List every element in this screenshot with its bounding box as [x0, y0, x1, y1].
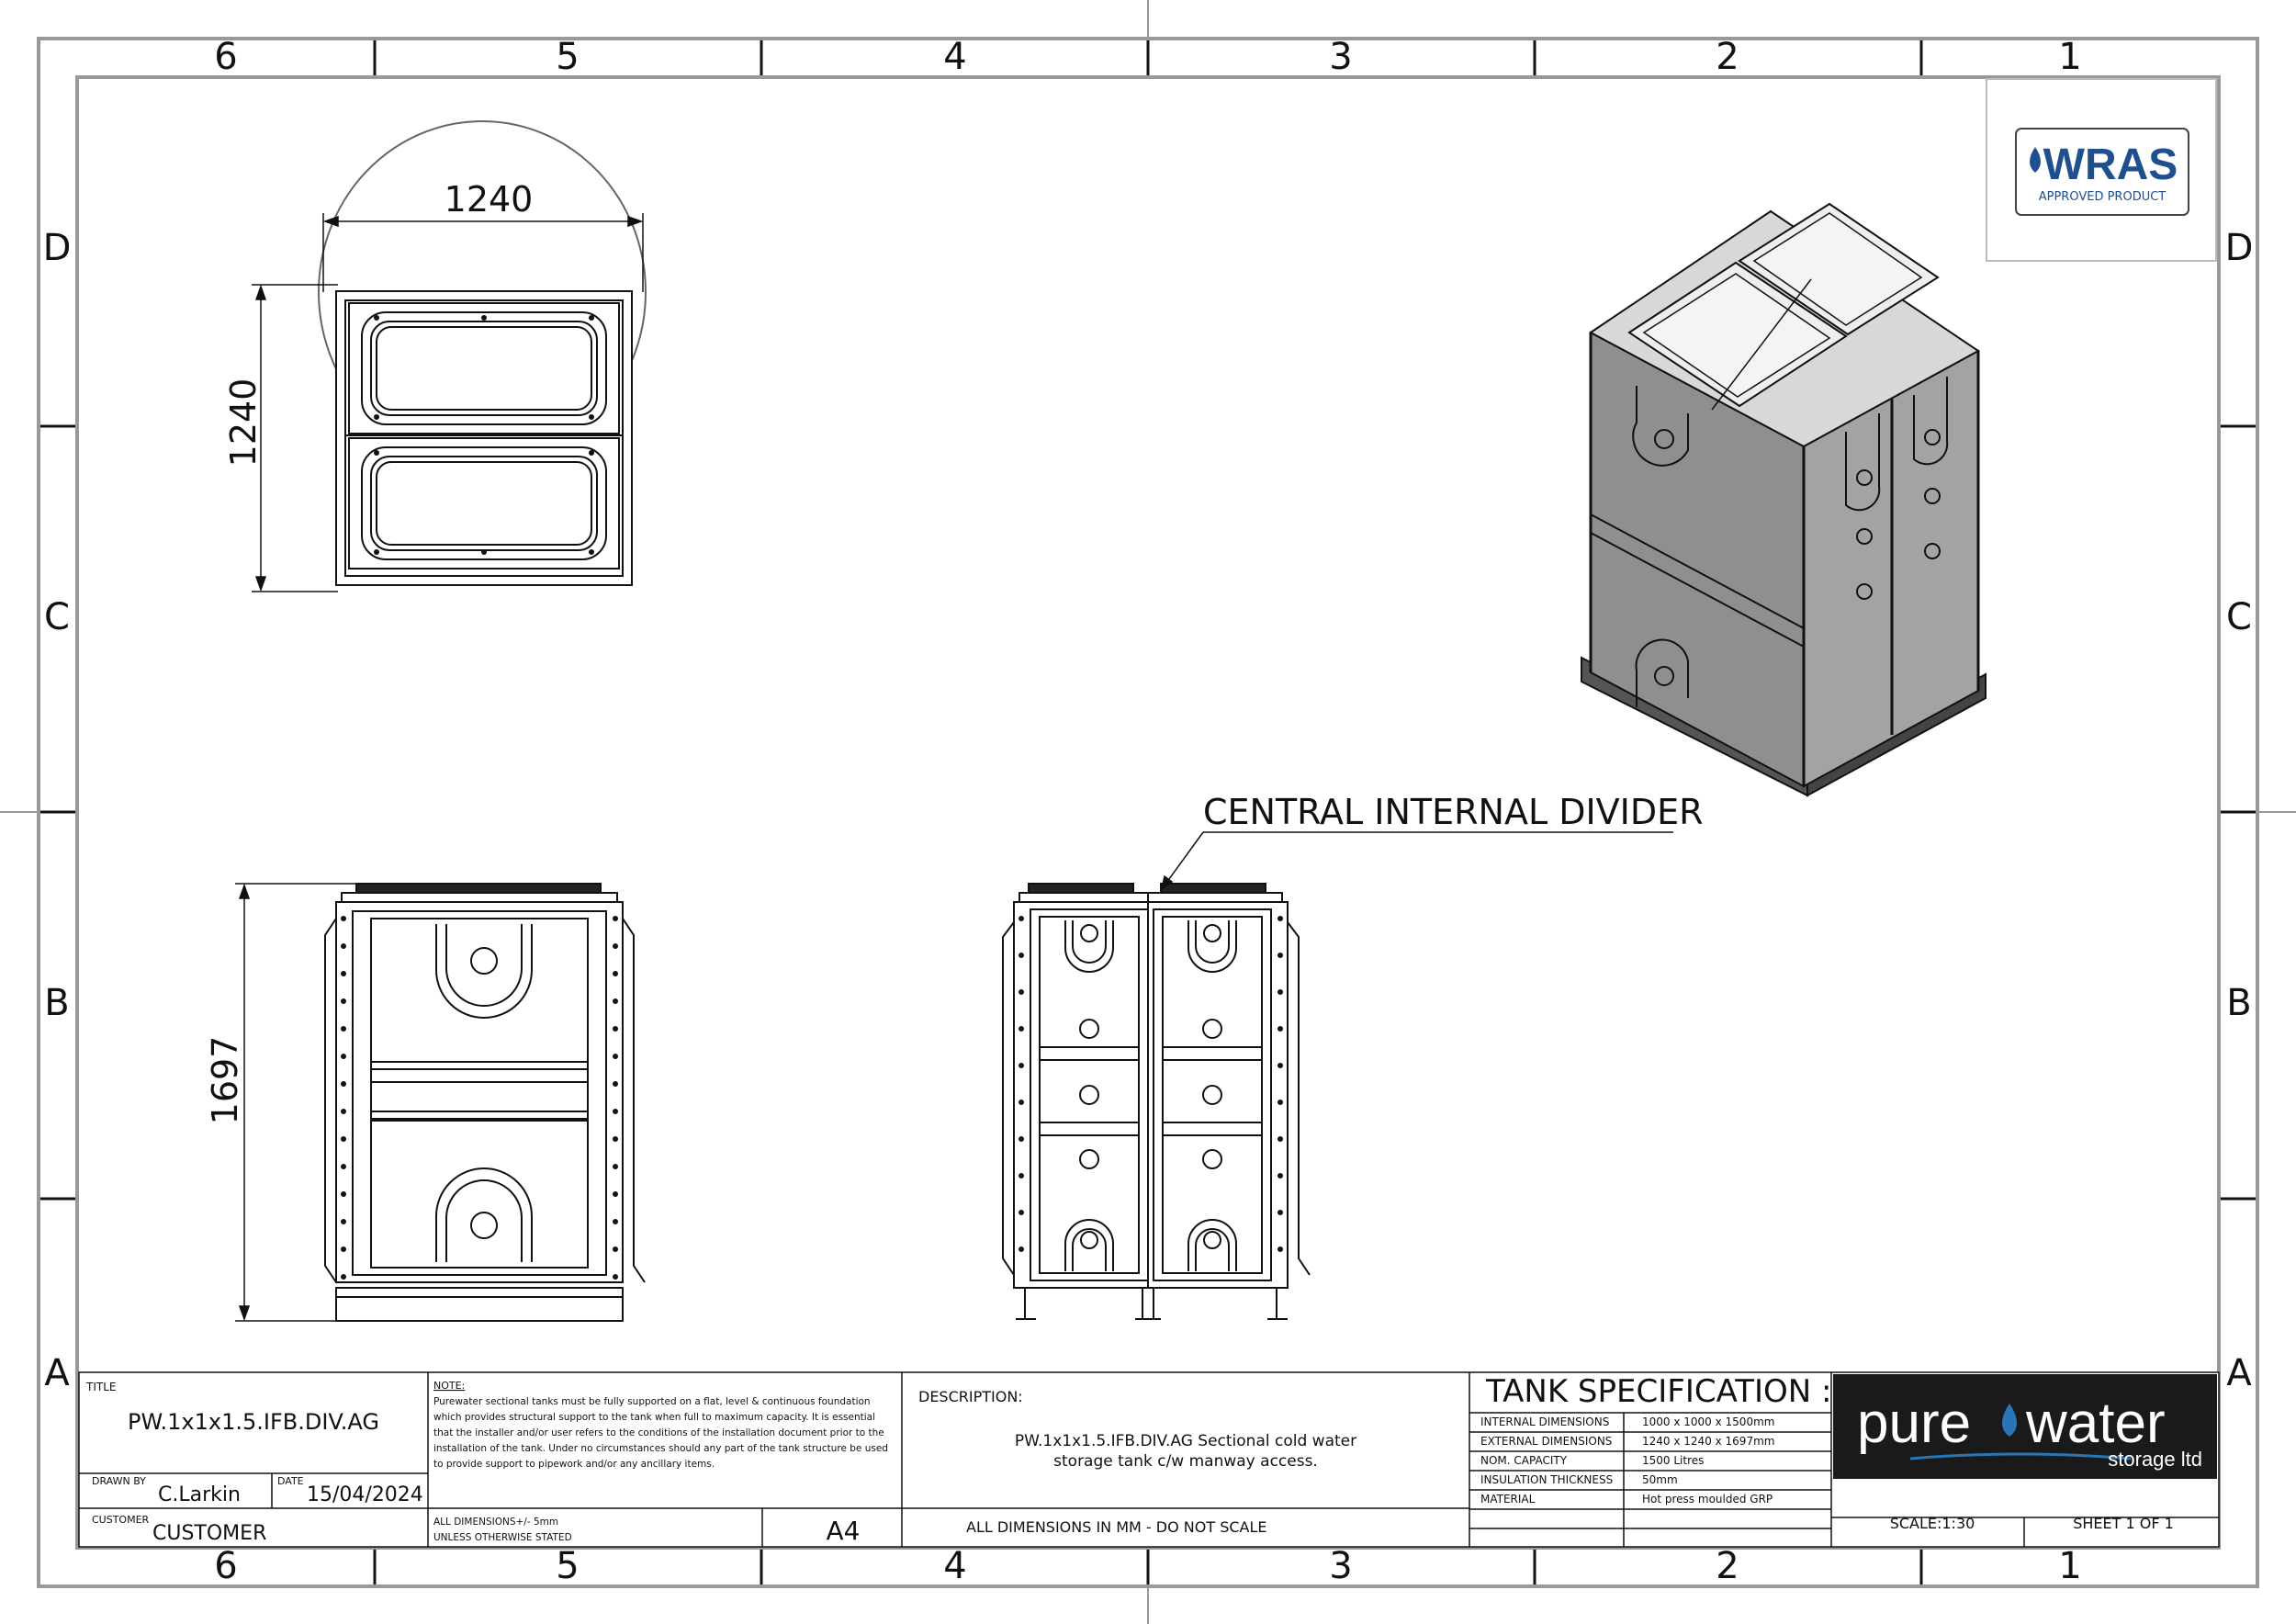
- wras-logo: WRAS APPROVED PRODUCT: [1986, 78, 2217, 262]
- inner-border: [75, 75, 2221, 1550]
- zone-col-2-bottom: 2: [1716, 1545, 1739, 1587]
- section-view-bolts: [1019, 916, 1283, 1252]
- zone-row-c-left: C: [44, 596, 70, 638]
- drawn-by-value: C.Larkin: [158, 1483, 241, 1506]
- section-view: [1002, 883, 1311, 1320]
- note-line: which provides structural support to the…: [433, 1412, 875, 1423]
- description-line-1: PW.1x1x1.5.IFB.DIV.AG Sectional cold wat…: [1015, 1432, 1356, 1450]
- description-label: DESCRIPTION:: [918, 1388, 1023, 1405]
- spec-label: NOM. CAPACITY: [1480, 1454, 1568, 1467]
- zone-row-d-right: D: [2225, 227, 2254, 269]
- description-line-2: storage tank c/w manway access.: [1053, 1452, 1318, 1471]
- zone-col-1-bottom: 1: [2058, 1545, 2081, 1587]
- note-line: to provide support to pipework and/or an…: [433, 1459, 715, 1470]
- zone-row-b-left: B: [44, 982, 69, 1024]
- scale-note: ALL DIMENSIONS IN MM - DO NOT SCALE: [966, 1518, 1267, 1536]
- zone-row-a-left: A: [44, 1352, 70, 1394]
- spec-value: 1000 x 1000 x 1500mm: [1642, 1415, 1774, 1428]
- spec-label: EXTERNAL DIMENSIONS: [1480, 1435, 1612, 1448]
- logo-water-text: water: [2025, 1392, 2166, 1455]
- paper-size: A4: [827, 1516, 861, 1546]
- top-width-label: 1240: [445, 179, 534, 220]
- isometric-view: [1581, 202, 1986, 797]
- top-width-dimension: [322, 213, 644, 292]
- divider-callout: [1160, 831, 1673, 891]
- scale-value: SCALE:1:30: [1890, 1515, 1975, 1532]
- spec-label: INTERNAL DIMENSIONS: [1480, 1415, 1609, 1428]
- customer-label: CUSTOMER: [92, 1514, 150, 1526]
- zone-row-b-right: B: [2226, 982, 2251, 1024]
- sheet-number: SHEET 1 OF 1: [2073, 1515, 2174, 1532]
- zone-col-4-top: 4: [943, 36, 966, 78]
- zone-col-2-top: 2: [1716, 36, 1739, 78]
- spec-value: Hot press moulded GRP: [1642, 1493, 1773, 1506]
- customer-value: CUSTOMER: [152, 1522, 266, 1545]
- zone-row-d-left: D: [43, 227, 72, 269]
- wras-main-text: WRAS: [2043, 141, 2178, 189]
- zone-col-1-top: 1: [2058, 36, 2081, 78]
- zone-col-6-bottom: 6: [214, 1545, 237, 1587]
- logo-pure-text: pure: [1857, 1392, 1971, 1455]
- water-drop-icon: [2002, 1404, 2017, 1437]
- zone-col-5-bottom: 5: [556, 1545, 579, 1587]
- spec-value: 1500 Litres: [1642, 1454, 1704, 1467]
- outer-border: [37, 37, 2259, 1588]
- zone-row-a-right: A: [2226, 1352, 2252, 1394]
- water-drop-icon: [2030, 147, 2041, 173]
- zone-row-c-right: C: [2226, 596, 2252, 638]
- front-view: [324, 883, 646, 1322]
- top-view: [318, 120, 647, 586]
- wras-sub-text: APPROVED PRODUCT: [2039, 190, 2167, 204]
- front-height-label: 1697: [205, 1036, 245, 1125]
- spec-value: 50mm: [1642, 1473, 1678, 1486]
- date-label: DATE: [277, 1475, 304, 1487]
- spec-heading: TANK SPECIFICATION :: [1485, 1373, 1831, 1410]
- note-text: Purewater sectional tanks must be fully …: [433, 1396, 888, 1470]
- drawn-by-label: DRAWN BY: [92, 1475, 146, 1487]
- divider-callout-label: CENTRAL INTERNAL DIVIDER: [1203, 792, 1704, 832]
- date-value: 15/04/2024: [307, 1483, 423, 1506]
- note-line: Purewater sectional tanks must be fully …: [433, 1396, 871, 1407]
- purewater-logo: pure water storage ltd: [1833, 1374, 2217, 1479]
- spec-label: INSULATION THICKNESS: [1480, 1473, 1613, 1486]
- top-depth-dimension: [252, 284, 338, 592]
- drawing-title: PW.1x1x1.5.IFB.DIV.AG: [128, 1409, 379, 1435]
- tolerance-line-2: UNLESS OTHERWISE STATED: [433, 1532, 572, 1543]
- zone-col-3-top: 3: [1329, 36, 1352, 78]
- zone-col-4-bottom: 4: [943, 1545, 966, 1587]
- front-view-bolts: [341, 916, 618, 1280]
- title-label: TITLE: [85, 1381, 116, 1393]
- spec-value: 1240 x 1240 x 1697mm: [1642, 1435, 1774, 1448]
- note-line: that the installer and/or user refers to…: [433, 1427, 884, 1438]
- front-height-dimension: [235, 883, 356, 1322]
- spec-label: MATERIAL: [1480, 1493, 1536, 1506]
- note-label: NOTE:: [433, 1380, 465, 1392]
- zone-col-6-top: 6: [214, 36, 237, 78]
- logo-storage-text: storage ltd: [2108, 1448, 2202, 1471]
- note-line: installation of the tank. Under no circu…: [433, 1443, 888, 1454]
- top-depth-label: 1240: [223, 378, 264, 468]
- tolerance-line-1: ALL DIMENSIONS+/- 5mm: [433, 1517, 558, 1528]
- zone-col-3-bottom: 3: [1329, 1545, 1352, 1587]
- zone-col-5-top: 5: [556, 36, 579, 78]
